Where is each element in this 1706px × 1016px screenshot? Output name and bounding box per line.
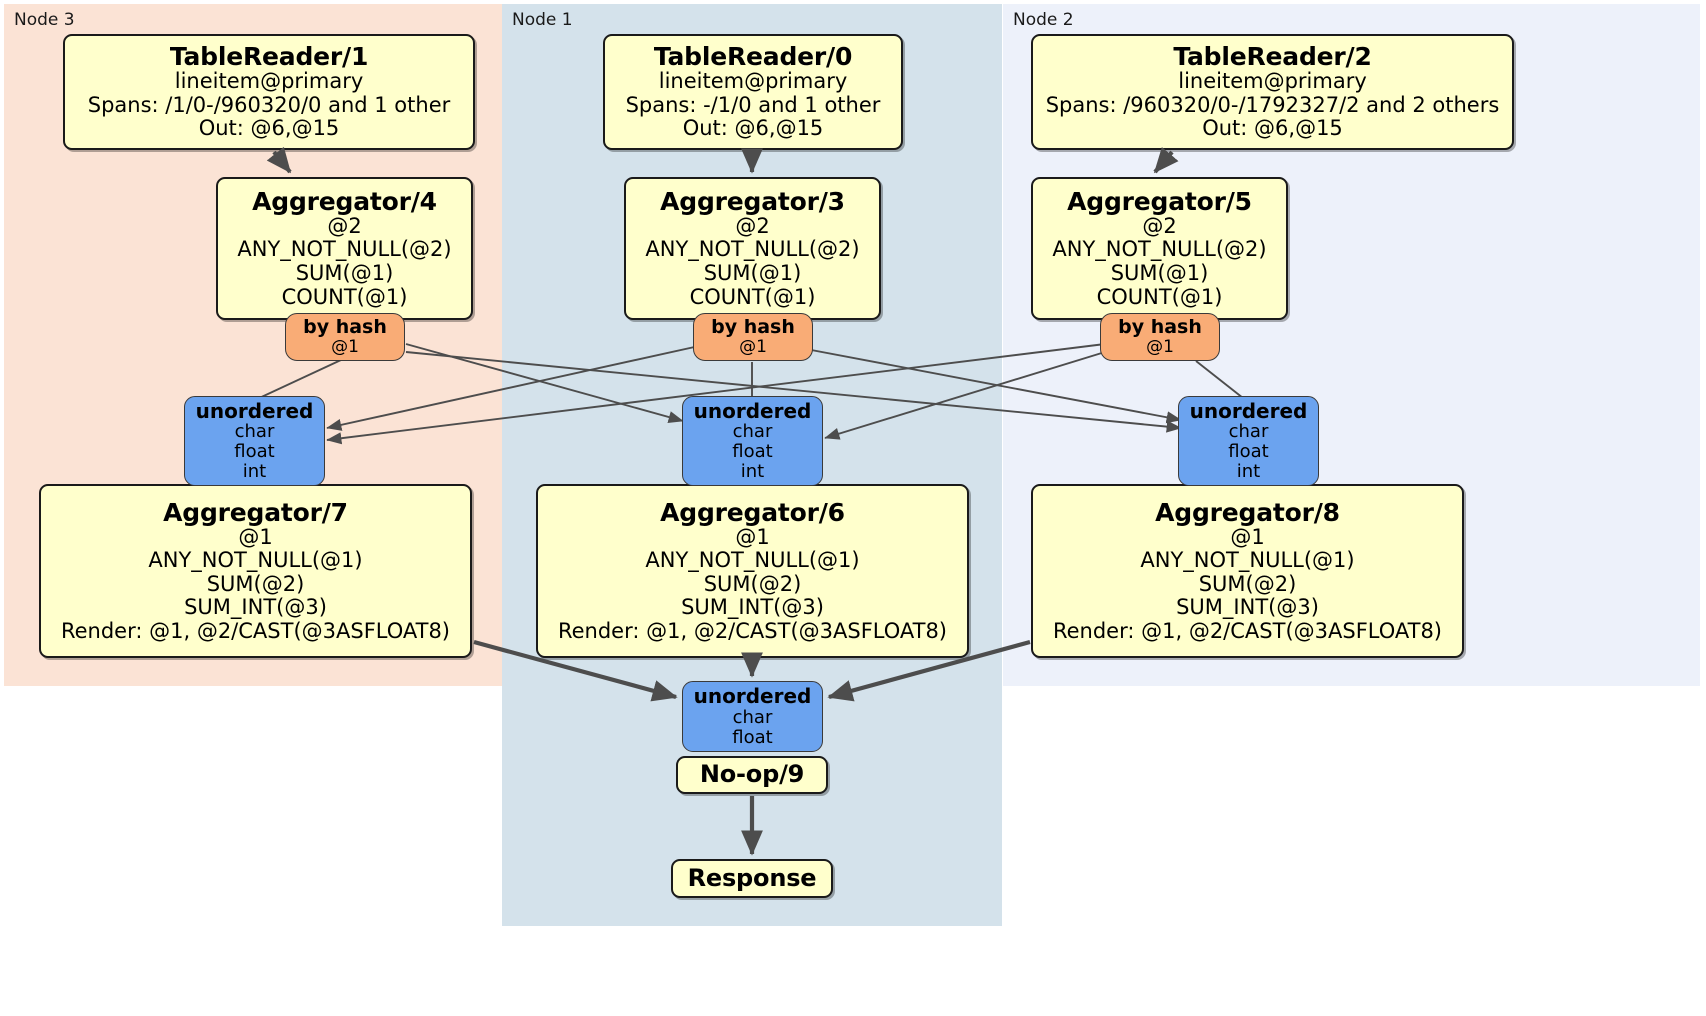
aggregator-4-agg-2: SUM(@1) xyxy=(295,261,394,285)
processor-tablereader-2[interactable]: TableReader/2 lineitem@primary Spans: /9… xyxy=(1031,34,1514,150)
aggregator-8-agg-2: SUM(@2) xyxy=(1198,571,1297,596)
by-hash-node-1-col: @1 xyxy=(739,337,767,358)
synchronizer-unordered-node-1[interactable]: unordered char float int xyxy=(682,396,823,486)
aggregator-3-groupcols: @2 xyxy=(735,213,770,238)
tablereader-2-table: lineitem@primary xyxy=(1178,69,1367,94)
by-hash-node-3-col: @1 xyxy=(331,337,359,358)
aggregator-7-title: Aggregator/7 xyxy=(163,497,348,527)
aggregator-7-agg-2: SUM(@2) xyxy=(206,571,305,596)
processor-aggregator-6[interactable]: Aggregator/6 @1 ANY_NOT_NULL(@1) SUM(@2)… xyxy=(536,484,969,658)
tablereader-0-title: TableReader/0 xyxy=(653,42,853,72)
aggregator-7-groupcols: @1 xyxy=(238,524,273,549)
aggregator-3-agg-1: ANY_NOT_NULL(@2) xyxy=(645,237,860,262)
router-by-hash-node-1[interactable]: by hash @1 xyxy=(693,313,813,361)
processor-aggregator-4[interactable]: Aggregator/4 @2 ANY_NOT_NULL(@2) SUM(@1)… xyxy=(216,177,473,320)
unordered-node-3-title: unordered xyxy=(195,398,314,423)
processor-tablereader-1[interactable]: TableReader/1 lineitem@primary Spans: /1… xyxy=(63,34,475,150)
aggregator-7-agg-1: ANY_NOT_NULL(@1) xyxy=(148,548,363,573)
router-by-hash-node-3[interactable]: by hash @1 xyxy=(285,313,405,361)
unordered-node-3-type-3: int xyxy=(242,461,267,483)
unordered-node-2-title: unordered xyxy=(1189,398,1308,423)
processor-tablereader-0[interactable]: TableReader/0 lineitem@primary Spans: -/… xyxy=(603,34,903,150)
aggregator-6-title: Aggregator/6 xyxy=(660,497,845,527)
aggregator-8-render: Render: @1, @2/CAST(@3ASFLOAT8) xyxy=(1052,618,1443,643)
no-op-9-title: No-op/9 xyxy=(699,760,805,789)
processor-no-op-9[interactable]: No-op/9 xyxy=(676,756,828,794)
aggregator-5-agg-2: SUM(@1) xyxy=(1110,261,1209,285)
unordered-node-2-type-3: int xyxy=(1236,461,1261,483)
by-hash-node-3-title: by hash xyxy=(303,316,387,339)
tablereader-0-out: Out: @6,@15 xyxy=(682,116,824,141)
aggregator-8-groupcols: @1 xyxy=(1230,524,1265,549)
unordered-node-2-type-2: float xyxy=(1228,441,1269,463)
unordered-node-1-title: unordered xyxy=(693,398,812,423)
aggregator-7-agg-3: SUM_INT(@3) xyxy=(184,595,327,620)
aggregator-5-agg-3: COUNT(@1) xyxy=(1096,284,1223,309)
unordered-final-title: unordered xyxy=(693,684,812,709)
unordered-node-3-type-2: float xyxy=(234,441,275,463)
aggregator-6-agg-1: ANY_NOT_NULL(@1) xyxy=(645,548,860,573)
unordered-node-2-type-1: char xyxy=(1228,420,1269,442)
processor-aggregator-8[interactable]: Aggregator/8 @1 ANY_NOT_NULL(@1) SUM(@2)… xyxy=(1031,484,1464,658)
unordered-node-1-type-3: int xyxy=(740,461,765,483)
unordered-final-type-1: char xyxy=(732,706,773,728)
processor-aggregator-3[interactable]: Aggregator/3 @2 ANY_NOT_NULL(@2) SUM(@1)… xyxy=(624,177,881,320)
aggregator-4-title: Aggregator/4 xyxy=(252,186,437,216)
cluster-label-node-1: Node 1 xyxy=(512,10,573,30)
aggregator-3-agg-2: SUM(@1) xyxy=(703,261,802,285)
aggregator-6-render: Render: @1, @2/CAST(@3ASFLOAT8) xyxy=(557,618,948,643)
aggregator-6-groupcols: @1 xyxy=(735,524,770,549)
unordered-node-3-type-1: char xyxy=(234,420,275,442)
tablereader-0-spans: Spans: -/1/0 and 1 other xyxy=(625,92,881,117)
aggregator-8-agg-3: SUM_INT(@3) xyxy=(1176,595,1319,620)
tablereader-1-spans: Spans: /1/0-/960320/0 and 1 other xyxy=(87,92,451,117)
aggregator-8-agg-1: ANY_NOT_NULL(@1) xyxy=(1140,548,1355,573)
aggregator-4-groupcols: @2 xyxy=(327,213,362,238)
tablereader-2-spans: Spans: /960320/0-/1792327/2 and 2 others xyxy=(1045,92,1500,117)
by-hash-node-1-title: by hash xyxy=(711,316,795,339)
processor-aggregator-7[interactable]: Aggregator/7 @1 ANY_NOT_NULL(@1) SUM(@2)… xyxy=(39,484,472,658)
by-hash-node-2-col: @1 xyxy=(1146,337,1174,358)
synchronizer-unordered-node-3[interactable]: unordered char float int xyxy=(184,396,325,486)
tablereader-1-out: Out: @6,@15 xyxy=(198,116,340,141)
tablereader-1-title: TableReader/1 xyxy=(169,42,369,72)
cluster-label-node-3: Node 3 xyxy=(14,10,75,30)
aggregator-4-agg-1: ANY_NOT_NULL(@2) xyxy=(237,237,452,262)
synchronizer-unordered-node-2[interactable]: unordered char float int xyxy=(1178,396,1319,486)
processor-response[interactable]: Response xyxy=(671,859,833,898)
aggregator-5-title: Aggregator/5 xyxy=(1067,186,1252,216)
tablereader-1-table: lineitem@primary xyxy=(174,69,364,94)
aggregator-7-render: Render: @1, @2/CAST(@3ASFLOAT8) xyxy=(60,618,451,643)
aggregator-3-agg-3: COUNT(@1) xyxy=(689,284,816,309)
synchronizer-unordered-final[interactable]: unordered char float xyxy=(682,681,823,752)
response-title: Response xyxy=(687,863,817,892)
unordered-node-1-type-1: char xyxy=(732,420,773,442)
unordered-final-type-2: float xyxy=(732,726,773,748)
aggregator-5-groupcols: @2 xyxy=(1142,213,1177,238)
tablereader-2-title: TableReader/2 xyxy=(1173,42,1372,72)
tablereader-2-out: Out: @6,@15 xyxy=(1202,116,1343,141)
cluster-label-node-2: Node 2 xyxy=(1013,10,1074,30)
aggregator-6-agg-3: SUM_INT(@3) xyxy=(681,595,824,620)
by-hash-node-2-title: by hash xyxy=(1118,316,1202,339)
router-by-hash-node-2[interactable]: by hash @1 xyxy=(1100,313,1220,361)
processor-aggregator-5[interactable]: Aggregator/5 @2 ANY_NOT_NULL(@2) SUM(@1)… xyxy=(1031,177,1288,320)
aggregator-5-agg-1: ANY_NOT_NULL(@2) xyxy=(1052,237,1267,262)
aggregator-3-title: Aggregator/3 xyxy=(660,186,845,216)
tablereader-0-table: lineitem@primary xyxy=(658,69,848,94)
aggregator-4-agg-3: COUNT(@1) xyxy=(281,284,408,309)
unordered-node-1-type-2: float xyxy=(732,441,773,463)
aggregator-6-agg-2: SUM(@2) xyxy=(703,571,802,596)
aggregator-8-title: Aggregator/8 xyxy=(1155,497,1340,527)
